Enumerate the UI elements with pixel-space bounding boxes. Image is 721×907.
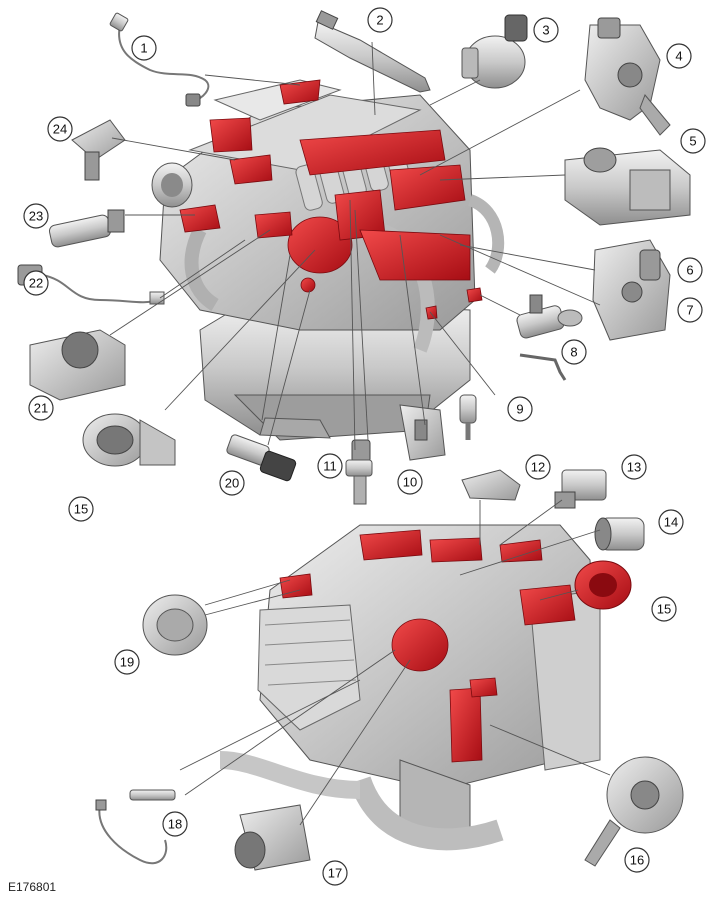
svg-text:3: 3 (542, 23, 549, 38)
part-14-sensor (594, 517, 645, 551)
callout-13: 13 (621, 454, 647, 480)
callout-15b: 15 (651, 596, 677, 622)
part-15-lower-meter (574, 560, 632, 610)
callout-7: 7 (677, 297, 703, 323)
leader-lines (109, 41, 611, 826)
svg-text:4: 4 (675, 49, 682, 64)
part-3-sensor (461, 14, 528, 89)
part-24-sensor (71, 119, 126, 181)
part-5-cooler (564, 147, 691, 226)
callout-6: 6 (677, 257, 703, 283)
part-10-sensor (399, 404, 446, 461)
part-8-sensor (516, 294, 583, 339)
callout-23: 23 (23, 203, 49, 229)
svg-text:17: 17 (328, 866, 342, 881)
svg-text:24: 24 (53, 122, 67, 137)
svg-text:21: 21 (34, 401, 48, 416)
part-20-sensor (226, 434, 297, 482)
svg-text:6: 6 (686, 263, 693, 278)
svg-text:23: 23 (29, 209, 43, 224)
callout-16: 16 (624, 847, 650, 873)
callout-10: 10 (397, 469, 423, 495)
lower-engine-illustration (219, 524, 601, 851)
figure-reference: E176801 (8, 880, 57, 894)
part-4-valve (584, 17, 671, 136)
svg-text:15: 15 (657, 602, 671, 617)
svg-text:22: 22 (29, 276, 43, 291)
svg-text:8: 8 (570, 345, 577, 360)
svg-text:18: 18 (168, 817, 182, 832)
callout-1: 1 (131, 35, 157, 61)
callout-5: 5 (680, 128, 706, 154)
part-1-sensor (109, 12, 210, 107)
svg-text:15: 15 (74, 502, 88, 517)
svg-text:12: 12 (531, 460, 545, 475)
svg-text:11: 11 (323, 459, 337, 474)
callout-21: 21 (28, 395, 54, 421)
svg-text:10: 10 (403, 475, 417, 490)
part-13-solenoid (554, 469, 607, 509)
part-23-sensor (48, 209, 125, 248)
callout-4: 4 (666, 43, 692, 69)
callout-12: 12 (525, 454, 551, 480)
callout-19: 19 (114, 649, 140, 675)
svg-text:20: 20 (225, 476, 239, 491)
svg-text:14: 14 (664, 515, 678, 530)
callout-18: 18 (162, 811, 188, 837)
svg-text:7: 7 (686, 303, 693, 318)
svg-text:16: 16 (630, 853, 644, 868)
part-17-actuator (234, 804, 311, 871)
part-19-sensor (142, 594, 208, 656)
svg-text:13: 13 (627, 460, 641, 475)
part-6-7-pump (592, 239, 671, 341)
callout-22: 22 (23, 270, 49, 296)
part-9-sensor (459, 353, 567, 440)
callout-3: 3 (533, 17, 559, 43)
upper-engine-illustration (151, 79, 505, 441)
svg-text:19: 19 (120, 655, 134, 670)
svg-text:9: 9 (516, 402, 523, 417)
svg-text:1: 1 (140, 41, 147, 56)
part-18-sensor (95, 789, 176, 865)
lower-parts (95, 469, 684, 871)
callout-14: 14 (658, 509, 684, 535)
callout-24: 24 (47, 116, 73, 142)
callouts: 1 2 3 4 5 6 7 8 9 10 11 12 13 14 15 15 1… (23, 7, 706, 886)
part-12-sensor (461, 469, 521, 501)
part-11-sensor (345, 439, 373, 505)
callout-9: 9 (507, 396, 533, 422)
callout-17: 17 (322, 860, 348, 886)
callout-11: 11 (317, 453, 343, 479)
part-16-pump (584, 756, 684, 867)
part-21-throttle (29, 329, 126, 401)
callout-2: 2 (367, 7, 393, 33)
svg-text:5: 5 (689, 134, 696, 149)
callout-20: 20 (219, 470, 245, 496)
upper-parts (17, 10, 691, 505)
callout-8: 8 (561, 339, 587, 365)
callout-15a: 15 (68, 496, 94, 522)
part-15-upper-meter (82, 413, 176, 467)
svg-text:2: 2 (376, 13, 383, 28)
